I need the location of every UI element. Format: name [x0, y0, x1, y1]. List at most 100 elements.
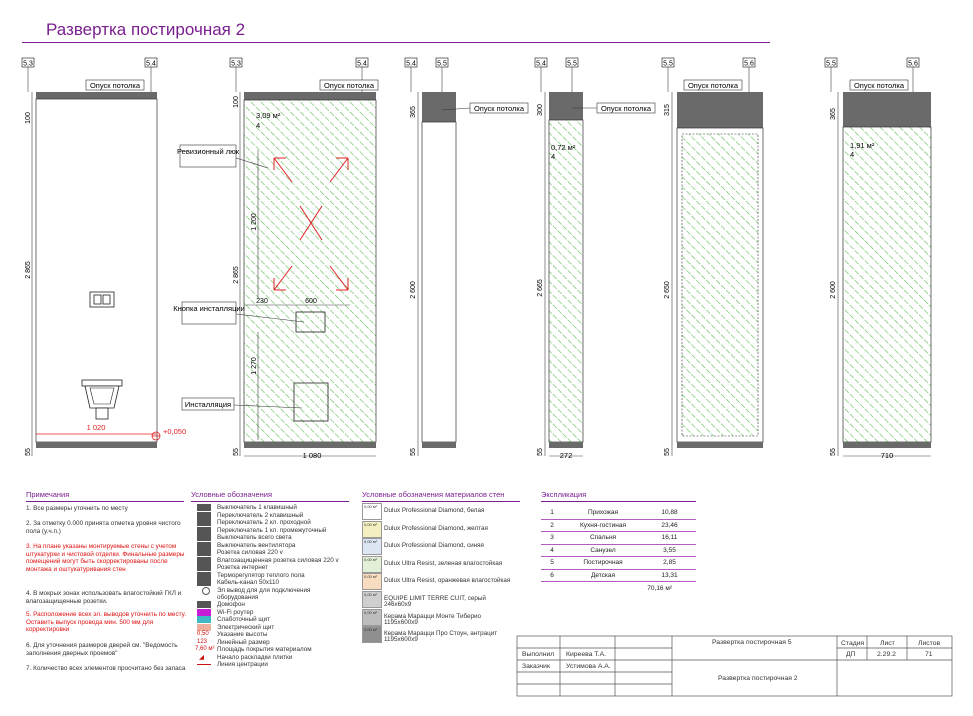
stage-value: ДП: [846, 651, 856, 658]
material-swatch: 0,00 м²: [362, 591, 382, 608]
room-number: 4: [541, 544, 563, 557]
dim-label: 55: [233, 448, 240, 456]
axis-label: 5.4: [357, 61, 367, 68]
room-number: 3: [541, 531, 563, 545]
area-code: 4: [551, 152, 555, 161]
room-name: Кухня-гостиная: [563, 519, 643, 532]
material-swatch: 0,00 м²: [362, 573, 382, 591]
material-size: 1195х600х9: [384, 618, 418, 626]
room-area: 3,55: [643, 544, 696, 557]
room-area: 10,88: [643, 507, 696, 520]
room-number: 1: [541, 507, 563, 520]
wall-elevation-5: 5.5 5.6 Опуск потолка 315 2 650 55: [661, 57, 764, 456]
flush-button-icon: [295, 311, 326, 333]
legend-item: Влагозащищенная розетка силовая 220 v: [197, 556, 339, 564]
material-name: Dulux Professional Diamond, желтая: [384, 524, 488, 532]
room-number: 2: [541, 519, 563, 532]
materials-section: Условные обозначения материалов стен: [362, 490, 522, 502]
room-area: 13,31: [643, 569, 696, 582]
material-name: EQUIPE LIMIT TERRE CUIT, серый: [384, 595, 486, 602]
callout-installation: Инсталляция: [185, 400, 231, 409]
legend-item: Слаботочный щит: [197, 616, 270, 623]
callout-flush-button: Кнопка инсталляции: [173, 304, 245, 313]
dim-label: 2 865: [25, 261, 32, 279]
legend-label: Переключатель 1 кл. промежуточный: [217, 526, 327, 534]
material-name: Dulux Ultra Resist, оранжевая влагостойк…: [384, 577, 511, 585]
dim-label: 1 020: [87, 423, 106, 432]
sheet-name: Развертка постирочная 2: [718, 675, 798, 682]
axis-label: 5.5: [826, 61, 836, 68]
legend-section: Условные обозначения: [191, 490, 351, 502]
dim-label: 2 600: [830, 281, 837, 299]
ceiling-label: Опуск потолка: [601, 104, 652, 113]
dim-label: 55: [664, 448, 671, 456]
legend-label: Начало раскладки плитки: [217, 653, 293, 661]
room-number: 6: [541, 569, 563, 582]
dim-label: 100: [233, 96, 240, 108]
room-number: 5: [541, 556, 563, 570]
legend-item: Линия центрации: [197, 661, 268, 668]
dim-label: 230: [256, 298, 268, 305]
notes-section: Примечания 1. Все размеры уточнить по ме…: [26, 490, 186, 672]
axis-label: 5.4: [536, 61, 546, 68]
legend-label: Переключатель 2 кл. проходной: [217, 519, 311, 526]
dim-label: 365: [410, 106, 417, 118]
material-name: Dulux Ultra Resist, зеленая влагостойкая: [384, 559, 503, 567]
shower-glass: [681, 133, 759, 437]
legend-item: Терморегулятор теплого пола: [197, 571, 305, 579]
legend-item: Wi-Fi роутер: [197, 608, 253, 616]
legend-item: Электрический щит: [197, 623, 274, 631]
sheet-name-top: Развертка постирочная 5: [712, 639, 792, 646]
legend-item: Розетка силовая 220 v: [197, 549, 283, 556]
note-3: 3. На плане указаны монтируемые стены с …: [26, 543, 185, 573]
area-label: 1,91 м²: [850, 141, 875, 150]
legend-sample-area: 7,60 м²: [195, 646, 215, 652]
legend-label: Указание высоты: [217, 631, 268, 638]
legend-title: Условные обозначения: [191, 490, 273, 499]
customer-label: Заказчик: [522, 663, 550, 670]
note-4: 4. В мокрых зонах использовать влагостой…: [26, 590, 182, 605]
explication-total: 70,16 м²: [647, 585, 672, 592]
material-size: 1195х600х9: [384, 636, 418, 644]
ceiling-drop: [36, 92, 157, 99]
material-code: 0,00 м²: [364, 627, 377, 633]
wall-elevation-4: 5.4 5.5 Опуск потолка 0,72 м² 4 300 2 66…: [534, 57, 656, 460]
ceiling-label: Опуск потолка: [90, 81, 141, 90]
ceiling-label: Опуск потолка: [854, 81, 905, 90]
sheets-value: 71: [925, 651, 933, 658]
wall-face-tiled: [243, 99, 377, 443]
dim-label: 1 270: [251, 357, 258, 375]
material-code: 0,00 м²: [364, 521, 377, 527]
wall-elevation-3: 5.4 5.5 Опуск потолка 365 2 600 55: [404, 57, 529, 456]
axis-label: 5.3: [23, 61, 33, 68]
ceiling-label: Опуск потолка: [474, 104, 525, 113]
legend-label: Площадь покрытия материалом: [217, 646, 312, 653]
sheet-value: 2.29.2: [877, 651, 896, 658]
legend-item: Розетка интернет: [197, 564, 268, 571]
legend-item: Переключатель 2 кл. проходной: [197, 519, 311, 526]
material-swatch: 0,00 м²: [362, 626, 382, 644]
dim-label: 1 080: [303, 451, 322, 460]
axis-label: 5.5: [567, 61, 577, 68]
legend-label: Выключатель вентилятора: [217, 541, 296, 549]
dim-label: 272: [560, 451, 573, 460]
performed-label: Выполнил: [522, 651, 555, 658]
materials-rule: [362, 501, 520, 502]
legend-list: Выключатель 1 клавишный Переключатель 2 …: [195, 504, 367, 689]
legend-label: Выключатель 1 клавишный: [217, 504, 297, 511]
notes-rule: [26, 501, 184, 502]
legend-label: Домофон: [217, 601, 245, 608]
axis-label: 5.3: [231, 61, 241, 68]
note-5: 5. Расположение всех эл. выводов уточнит…: [26, 611, 186, 634]
dim-label: 55: [537, 448, 544, 456]
toilet-icon: [81, 379, 123, 420]
revision-hatch-icon: [273, 157, 349, 291]
